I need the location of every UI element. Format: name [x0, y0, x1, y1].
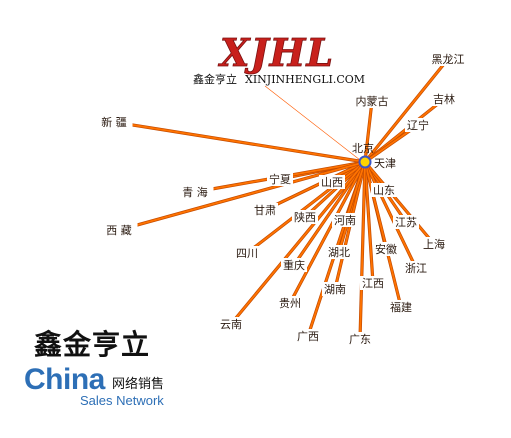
route-line — [364, 161, 435, 245]
province-label-bg — [353, 94, 391, 108]
province-label-bg — [421, 237, 447, 251]
route-lines — [112, 57, 450, 341]
province-label: 陕西 — [294, 210, 316, 224]
province-label: 甘肃 — [254, 204, 276, 217]
route-line — [293, 161, 366, 266]
province-label-bg — [388, 300, 414, 314]
logo-mark: XJHL — [218, 30, 334, 75]
route-line — [113, 121, 366, 163]
province-label: 广西 — [297, 330, 319, 343]
province-label: 湖南 — [324, 283, 346, 296]
logo-company: 鑫金亨立 — [193, 72, 237, 86]
province-label-bg — [405, 118, 431, 132]
province-label-bg — [277, 296, 303, 310]
route-line — [364, 161, 417, 269]
province-label-bg — [393, 215, 419, 229]
province-label: 宁夏 — [269, 172, 291, 186]
province-label-bg — [176, 185, 214, 199]
province-label: 安徽 — [375, 242, 397, 256]
province-label: 新 疆 — [101, 115, 127, 129]
province-label: 福建 — [390, 300, 412, 314]
province-label: 吉林 — [433, 92, 455, 106]
province-label: 山东 — [373, 184, 395, 197]
route-line — [364, 100, 373, 163]
province-label: 黑龙江 — [432, 53, 465, 66]
province-labels: 黑龙江吉林内蒙古辽宁新 疆宁夏山西山东青 海甘肃陕西河南江苏西 藏上海安徽四川湖… — [95, 52, 467, 346]
province-label: 贵州 — [279, 297, 301, 310]
route-line — [289, 161, 366, 304]
province-label-bg — [95, 115, 133, 129]
province-label-bg — [371, 183, 397, 197]
province-label: 浙江 — [405, 262, 427, 275]
province-label: 四川 — [236, 247, 258, 260]
brand-china-logo: China — [24, 363, 105, 396]
province-label: 广东 — [349, 333, 371, 346]
province-label-bg — [281, 258, 307, 272]
province-label-bg — [100, 223, 138, 237]
province-label-bg — [292, 210, 318, 224]
route-line — [364, 161, 374, 284]
route-line — [359, 161, 366, 340]
province-label: 江苏 — [395, 216, 417, 229]
province-label: 内蒙古 — [356, 94, 389, 108]
brand-network-cn: 网络销售 — [112, 377, 165, 392]
xjhl-logo: XJHL 鑫金亨立 XINJINHENGLI.COM — [193, 30, 365, 161]
province-label: 河南 — [334, 214, 356, 227]
hub-label-tianjin: 天津 — [374, 157, 396, 170]
province-label-bg — [295, 329, 321, 343]
province-label-bg — [267, 172, 293, 186]
province-label-bg — [403, 261, 429, 275]
province-label: 湖北 — [328, 246, 350, 259]
province-label-bg — [319, 175, 345, 189]
province-label: 辽宁 — [407, 118, 429, 132]
province-label: 青 海 — [182, 185, 208, 199]
province-label-bg — [373, 242, 399, 256]
route-line — [364, 58, 449, 163]
logo-url: XINJINHENGLI.COM — [245, 73, 365, 86]
province-label-bg — [252, 203, 278, 217]
province-label: 上海 — [423, 237, 445, 251]
brand-network-en: Sales Network — [80, 393, 164, 408]
province-label-bg — [332, 213, 358, 227]
province-label: 山西 — [321, 176, 343, 189]
province-label-bg — [234, 246, 260, 260]
province-label: 重庆 — [283, 258, 305, 272]
hub-beijing-tianjin: 北京 天津 — [352, 141, 396, 170]
brand-box: 鑫金亨立 China 网络销售 Sales Network — [20, 313, 188, 411]
province-label: 江西 — [362, 277, 384, 290]
province-label-bg — [431, 92, 457, 106]
province-label-bg — [218, 317, 244, 331]
province-label-bg — [347, 332, 373, 346]
province-label-bg — [326, 245, 352, 259]
route-line — [264, 161, 366, 211]
logo-pointer-line — [264, 85, 361, 161]
province-label-bg — [322, 282, 348, 296]
route-line — [246, 161, 366, 254]
province-label-bg — [429, 52, 467, 66]
route-line — [118, 161, 366, 231]
province-label: 云南 — [220, 318, 242, 331]
province-label-bg — [360, 276, 386, 290]
hub-label-beijing: 北京 — [352, 141, 374, 155]
province-label: 西 藏 — [106, 224, 132, 237]
brand-name: 鑫金亨立 — [34, 328, 151, 361]
hub-marker — [358, 155, 372, 169]
